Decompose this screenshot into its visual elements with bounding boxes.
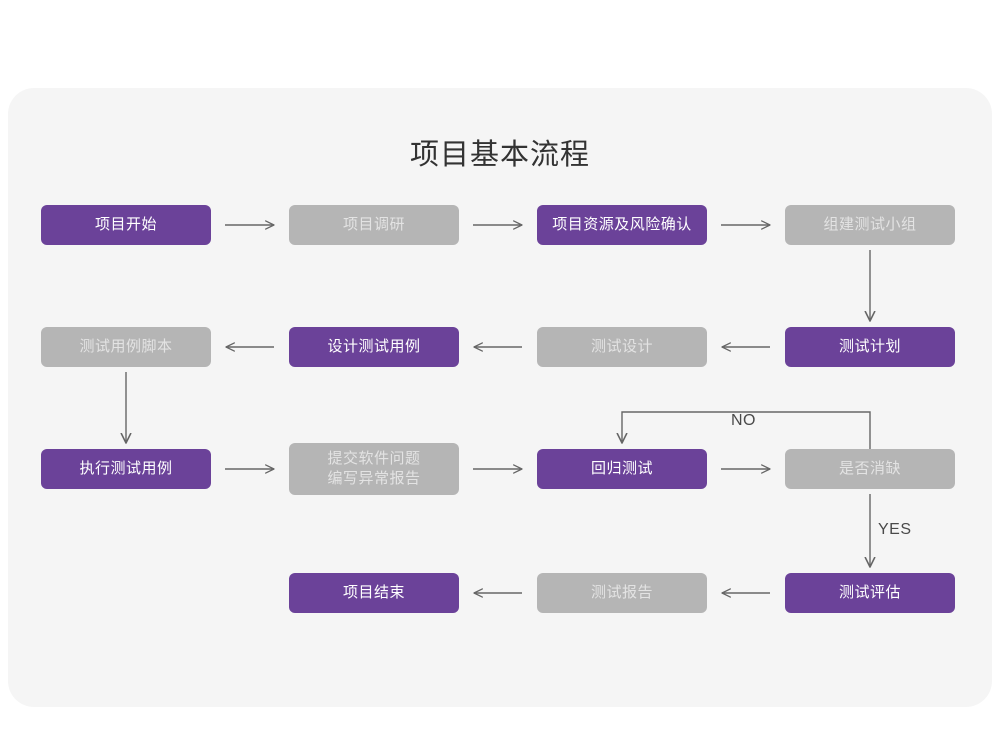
node-defect-cleared-decision[interactable]: 是否消缺 xyxy=(785,449,955,489)
node-regression-test[interactable]: 回归测试 xyxy=(537,449,707,489)
node-execute-test-cases[interactable]: 执行测试用例 xyxy=(41,449,211,489)
node-design-test-cases[interactable]: 设计测试用例 xyxy=(289,327,459,367)
node-test-plan[interactable]: 测试计划 xyxy=(785,327,955,367)
flowchart-card xyxy=(8,88,992,707)
node-submit-issues-report[interactable]: 提交软件问题 编写异常报告 xyxy=(289,443,459,495)
edge-label-yes: YES xyxy=(878,521,912,538)
node-test-report[interactable]: 测试报告 xyxy=(537,573,707,613)
node-project-start[interactable]: 项目开始 xyxy=(41,205,211,245)
node-test-evaluation[interactable]: 测试评估 xyxy=(785,573,955,613)
page-title: 项目基本流程 xyxy=(409,139,590,171)
node-form-test-team[interactable]: 组建测试小组 xyxy=(785,205,955,245)
node-test-design[interactable]: 测试设计 xyxy=(537,327,707,367)
node-test-case-scripts[interactable]: 测试用例脚本 xyxy=(41,327,211,367)
node-resource-risk-confirm[interactable]: 项目资源及风险确认 xyxy=(537,205,707,245)
node-project-end[interactable]: 项目结束 xyxy=(289,573,459,613)
node-project-research[interactable]: 项目调研 xyxy=(289,205,459,245)
edge-label-no: NO xyxy=(731,412,756,429)
